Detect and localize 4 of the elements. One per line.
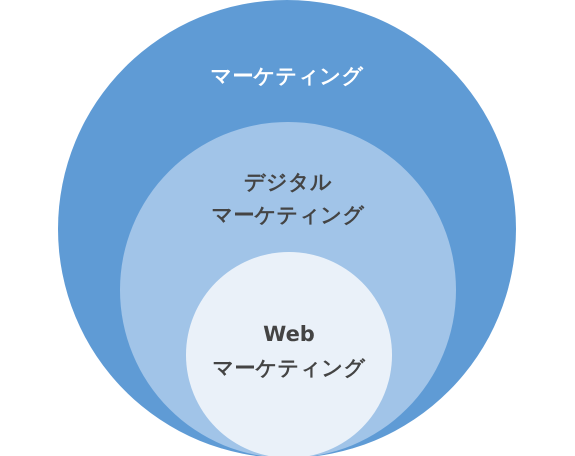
circle-label: マーケティング bbox=[210, 63, 364, 90]
circle-label: マーケティング bbox=[212, 355, 366, 382]
circle-label: Web bbox=[263, 321, 315, 348]
circle-label: デジタルマーケティング bbox=[212, 169, 364, 229]
